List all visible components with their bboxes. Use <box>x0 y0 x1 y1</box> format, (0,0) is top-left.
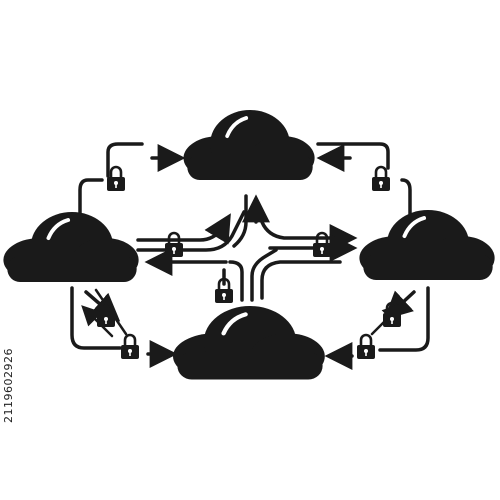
padlock-icon <box>163 231 185 259</box>
connector-top-to-right <box>316 142 390 170</box>
connector-left-to-bottom <box>70 286 122 350</box>
center-line-right-lower <box>260 260 342 300</box>
connector-left-to-top <box>78 178 104 224</box>
center-line-left-mid <box>136 210 246 252</box>
center-stem-bottom-right <box>250 248 278 302</box>
cloud-icon <box>357 208 497 282</box>
center-line-right-upper <box>260 220 358 252</box>
cloud-icon <box>181 108 317 182</box>
padlock-icon <box>355 333 377 361</box>
cloud-icon <box>1 210 141 284</box>
cloud-icon <box>173 306 325 380</box>
center-line-left-upper <box>136 213 231 245</box>
padlock-icon <box>370 165 392 193</box>
connector-left-to-top-upper <box>106 142 144 178</box>
connector-right-to-bottom <box>378 286 430 352</box>
center-stem-bottom-left <box>228 260 244 302</box>
connectors <box>70 142 430 370</box>
padlock-icon <box>119 333 141 361</box>
connector-right-down <box>400 178 412 216</box>
